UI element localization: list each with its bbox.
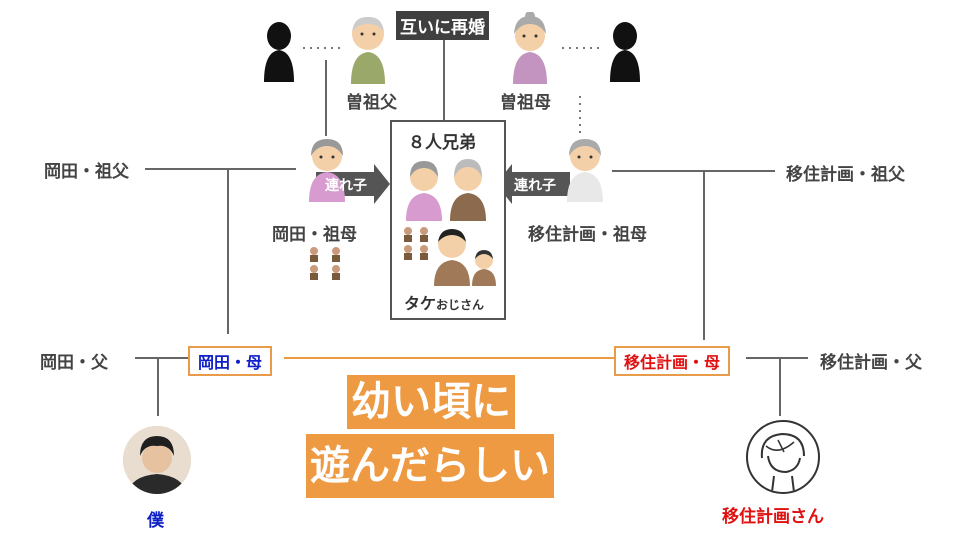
old-woman-icon bbox=[513, 12, 547, 84]
avatar bbox=[123, 426, 191, 494]
me-label: 僕 bbox=[147, 511, 164, 531]
iju-father-label: 移住計画・父 bbox=[820, 353, 922, 373]
eight-siblings-label: ８人兄弟 bbox=[408, 133, 476, 153]
banner-line-1: 幼い頃に bbox=[347, 375, 515, 429]
iju-san-label: 移住計画さん bbox=[722, 507, 824, 527]
old-woman-icon bbox=[567, 139, 603, 202]
avatar bbox=[746, 420, 820, 494]
iju-grandmother-label: 移住計画・祖母 bbox=[528, 225, 647, 245]
uncle-icon bbox=[434, 229, 496, 286]
uncle-suffix: おじさん bbox=[436, 298, 485, 312]
siblings-small-icons bbox=[402, 226, 430, 266]
stepchild-left-label: 連れ子 bbox=[325, 178, 367, 194]
old-man-icon bbox=[351, 16, 385, 84]
silhouette-icon bbox=[610, 22, 640, 82]
stepchild-right-label: 連れ子 bbox=[514, 178, 556, 194]
old-woman-icon bbox=[309, 139, 345, 202]
okada-father-label: 岡田・父 bbox=[40, 353, 108, 373]
children-icons bbox=[306, 246, 346, 286]
okada-grandfather-label: 岡田・祖父 bbox=[44, 162, 129, 182]
great-grandmother-label: 曽祖母 bbox=[500, 93, 551, 113]
okada-grandmother-label: 岡田・祖母 bbox=[272, 225, 357, 245]
great-grandfather-label: 曽祖父 bbox=[346, 93, 397, 113]
remarried-note: 互いに再婚 bbox=[396, 11, 489, 40]
iju-mother-label: 移住計画・母 bbox=[614, 346, 731, 376]
two-grandmothers-icon bbox=[406, 159, 486, 221]
uncle-name: タケ bbox=[404, 294, 437, 313]
okada-mother-label: 岡田・母 bbox=[188, 346, 273, 376]
banner-line-2: 遊んだらしい bbox=[306, 434, 554, 498]
silhouette-icon bbox=[264, 22, 294, 82]
uncle-take-label: タケおじさん bbox=[404, 290, 484, 314]
iju-grandfather-label: 移住計画・祖父 bbox=[786, 165, 905, 185]
